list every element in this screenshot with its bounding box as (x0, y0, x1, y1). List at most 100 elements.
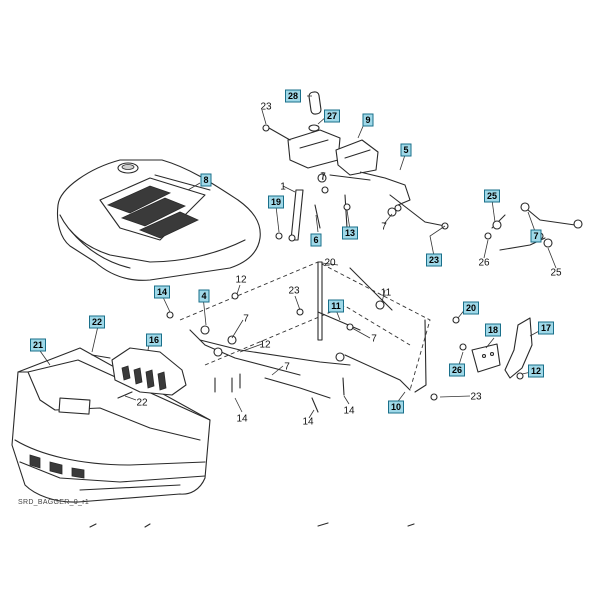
callout-c7d: 7 (243, 314, 249, 325)
callout-box (426, 253, 442, 267)
callout-number: 10 (391, 402, 401, 412)
callout-number: 14 (343, 406, 355, 417)
callout-number: 9 (365, 115, 370, 125)
callout-c14c: 14 (343, 406, 355, 417)
callout-number: 7 (320, 172, 326, 183)
callout-number: 14 (157, 287, 167, 297)
callout-c4: 4 (198, 289, 210, 303)
callout-number: 21 (33, 340, 43, 350)
callout-box (285, 89, 301, 103)
callout-box (198, 289, 210, 303)
callout-box (342, 226, 358, 240)
callout-number: 7 (533, 231, 538, 241)
callout-number: 1 (280, 182, 286, 193)
callout-c25a: 25 (484, 189, 500, 203)
callout-c7c: 7 (530, 229, 542, 243)
callout-c27: 27 (324, 109, 340, 123)
callout-number: 28 (288, 91, 298, 101)
callout-c28: 28 (285, 89, 301, 103)
callout-c11b: 11 (328, 299, 344, 313)
callout-box (485, 323, 501, 337)
callout-c7e: 7 (371, 334, 377, 345)
callout-c12c: 12 (259, 340, 271, 351)
callout-number: 14 (302, 417, 314, 428)
callout-number: 7 (243, 314, 249, 325)
callout-number: 7 (371, 334, 377, 345)
callout-box (328, 299, 344, 313)
callout-number: 23 (470, 392, 482, 403)
callout-c7a: 7 (320, 172, 326, 183)
callout-c14d: 14 (302, 417, 314, 428)
callout-box (463, 301, 479, 315)
callout-box (400, 143, 412, 157)
callout-number: 16 (149, 335, 159, 345)
leader-lines (37, 95, 557, 419)
callout-number: 18 (488, 325, 498, 335)
callout-c16: 16 (146, 333, 162, 347)
callout-c17: 17 (538, 321, 554, 335)
callout-box (388, 400, 404, 414)
callout-number: 27 (327, 111, 337, 121)
callout-number: 26 (478, 258, 490, 269)
callout-c19: 19 (268, 195, 284, 209)
callout-c5: 5 (400, 143, 412, 157)
callout-c14b: 14 (236, 414, 248, 425)
callout-c20a: 20 (324, 258, 336, 269)
callout-box (310, 233, 322, 247)
callout-number: 23 (260, 102, 272, 113)
callout-number: 20 (466, 303, 476, 313)
callout-c9: 9 (362, 113, 374, 127)
callout-number: 19 (271, 197, 281, 207)
callout-box (89, 315, 105, 329)
callout-number: 12 (235, 275, 247, 286)
callout-c26b: 26 (449, 363, 465, 377)
callout-labels: 28 27 23 9 5 6 1 19 7 8 13 7 23 25 7 26 25 20 12 14 4 7 23 11 11… (30, 89, 562, 428)
callout-c23a: 23 (260, 102, 272, 113)
support-rods (275, 189, 351, 242)
callout-box (30, 338, 46, 352)
callout-box (200, 173, 212, 187)
callout-c22a: 22 (89, 315, 105, 329)
callout-c18: 18 (485, 323, 501, 337)
right-bracket-assembly (459, 317, 533, 380)
callout-c7f: 7 (284, 362, 290, 373)
callout-number: 11 (381, 288, 392, 299)
callout-c10: 10 (388, 400, 404, 414)
callout-box (528, 364, 544, 378)
callout-box (449, 363, 465, 377)
callout-number: 12 (259, 340, 271, 351)
callout-number: 12 (531, 366, 541, 376)
callout-c21: 21 (30, 338, 46, 352)
callout-c12a: 12 (235, 275, 247, 286)
callout-number: 22 (92, 317, 102, 327)
callout-c25b: 25 (550, 268, 562, 279)
callout-box (268, 195, 284, 209)
cropped-bottom-marks (89, 522, 415, 528)
deflector-plate (91, 347, 187, 399)
lower-frame (166, 261, 460, 413)
hinge-bracket-assembly (262, 91, 411, 206)
callout-c1: 1 (280, 182, 286, 193)
callout-box (530, 229, 542, 243)
callout-c23d: 23 (470, 392, 482, 403)
callout-number: 5 (403, 145, 408, 155)
callout-c8: 8 (200, 173, 212, 187)
callout-c22b: 22 (136, 398, 148, 409)
callout-c7b: 7 (381, 222, 387, 233)
callout-number: 7 (381, 222, 387, 233)
callout-c23c: 23 (288, 286, 300, 297)
callout-c12b: 12 (528, 364, 544, 378)
callout-number: 17 (541, 323, 551, 333)
callout-number: 25 (550, 268, 562, 279)
callout-box (362, 113, 374, 127)
callout-number: 13 (345, 228, 355, 238)
callout-box (484, 189, 500, 203)
callout-box (538, 321, 554, 335)
callout-number: 23 (288, 286, 300, 297)
bagger-body (11, 347, 211, 503)
callout-number: 11 (331, 301, 341, 311)
callout-number: 4 (201, 291, 206, 301)
callout-number: 14 (236, 414, 248, 425)
callout-c6: 6 (310, 233, 322, 247)
